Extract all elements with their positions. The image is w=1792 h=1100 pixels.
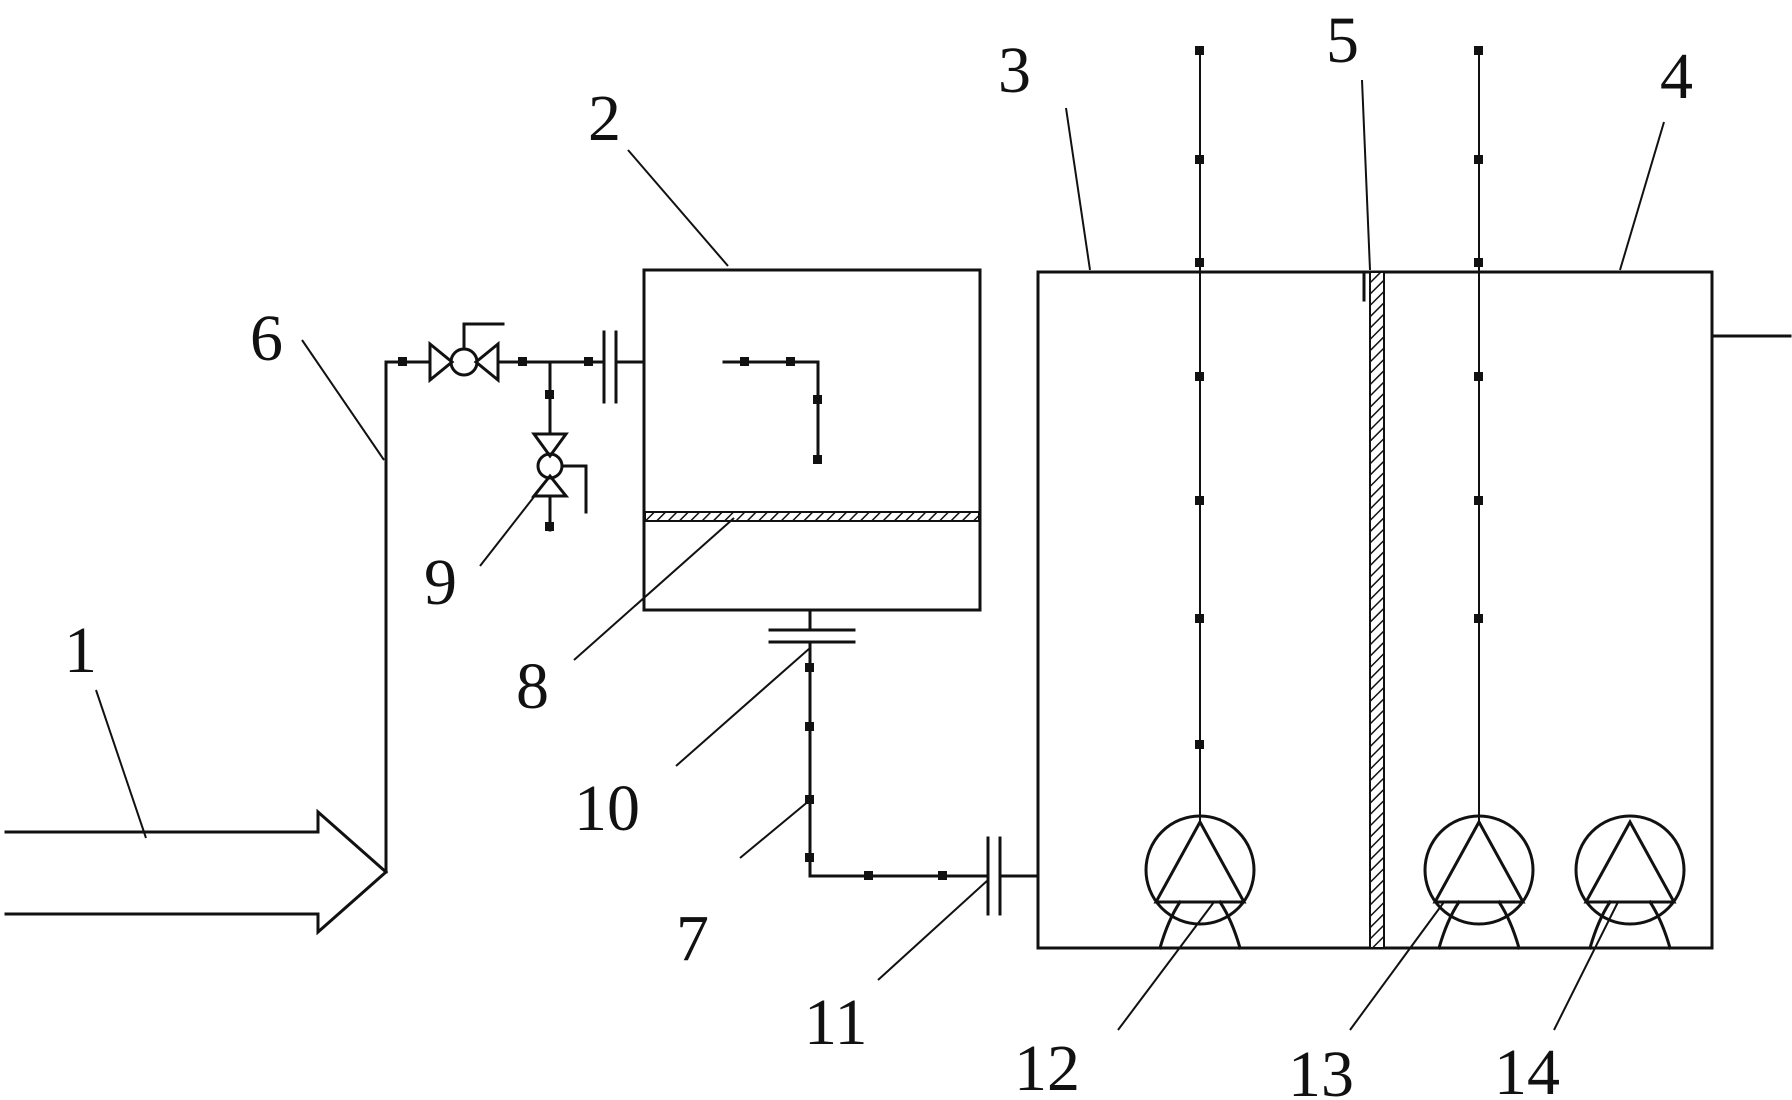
label-7: 7 <box>676 902 709 975</box>
label-11: 11 <box>804 986 868 1059</box>
label-4: 4 <box>1660 40 1693 113</box>
label-9: 9 <box>424 546 457 619</box>
rod-13 <box>1474 46 1483 822</box>
rod-12 <box>1195 46 1204 822</box>
label-5: 5 <box>1326 4 1359 77</box>
drain-valve <box>530 360 588 532</box>
label-3: 3 <box>998 34 1031 107</box>
label-8: 8 <box>516 650 549 723</box>
label-12: 12 <box>1014 1032 1080 1100</box>
leader-lines <box>95 79 1665 1031</box>
label-6: 6 <box>250 302 283 375</box>
tank-3-4 <box>1036 270 1792 950</box>
label-13: 13 <box>1288 1038 1354 1100</box>
inline-valve <box>428 322 505 384</box>
label-2: 2 <box>588 82 621 155</box>
label-10: 10 <box>574 772 640 845</box>
outlet-pipe <box>768 608 1040 916</box>
labels: 1 2 3 4 5 6 7 8 9 10 11 12 13 14 <box>64 4 1693 1100</box>
branch-line <box>496 330 646 404</box>
inlet-arrow <box>4 808 389 936</box>
pump-13 <box>1423 814 1535 950</box>
pump-12 <box>1144 814 1256 950</box>
label-14: 14 <box>1494 1036 1560 1100</box>
tank-2 <box>642 268 982 612</box>
feed-pipe <box>384 357 432 874</box>
pump-14 <box>1574 814 1686 950</box>
label-1: 1 <box>64 614 97 687</box>
